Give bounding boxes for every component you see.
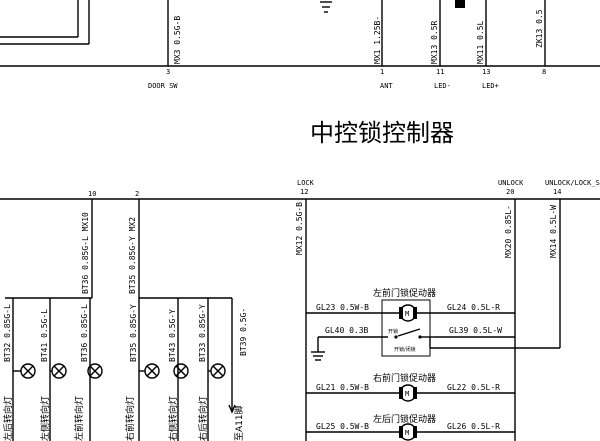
wire-label: GL39 0.5L-W (449, 326, 502, 335)
pin-number: 2 (135, 190, 139, 198)
pin-number: 20 (506, 188, 514, 196)
wire-label-mx14: MX14 0.5L-W (549, 205, 558, 258)
wire-label-bt39: BT39 0.5G- (239, 308, 248, 356)
lamp-wire-label: BT43 0.5G-Y (168, 309, 177, 362)
wire-label: GL23 0.5W-B (316, 303, 369, 312)
arrow-icon (228, 404, 236, 414)
pin-name: UNLOCK/LOCK_S (545, 179, 600, 187)
switch-contact (394, 335, 398, 339)
switch-icon (397, 328, 421, 337)
actuator-name: 左后门锁促动器 (373, 413, 436, 425)
pin-number: 10 (88, 190, 96, 198)
wire-label-mx20: MX20 0.85L- (504, 205, 513, 258)
lamp-wire-label: BT41 0.5G-L (40, 309, 49, 362)
lamp-label: 左侧转向灯 (39, 396, 51, 441)
lamp-wire-label: BT35 0.85G-Y (129, 304, 138, 362)
led-mark (455, 0, 465, 8)
pin-number: 14 (553, 188, 561, 196)
wire-label-mx1: MX1 1.25B- (373, 16, 382, 64)
motor-brush (399, 307, 403, 319)
motor-brush (413, 387, 417, 399)
wire-label-mx13: MX13 0.5R (430, 20, 439, 64)
motor-brush (413, 426, 417, 438)
wire-label-mx2: BT35 0.85G-Y MX2 (128, 217, 137, 294)
pin-name: LOCK (297, 179, 315, 187)
wire-label-mx3: MX3 0.5G-B (173, 16, 182, 64)
pin-number: 11 (436, 68, 444, 76)
actuator-box (381, 299, 431, 357)
wire-label: GL21 0.5W-B (316, 383, 369, 392)
lamp-label: 左后转向灯 (2, 396, 14, 441)
lamp-wire-label: BT32 0.85G-L (3, 304, 12, 362)
lamp-wire-label: BT36 0.85G-L (80, 304, 89, 362)
lamp-wire-label: BT33 0.85G-Y (198, 304, 207, 362)
wire-label-mx12: MX12 0.5G-B (295, 202, 304, 255)
pin-number: 12 (300, 188, 308, 196)
wire-label: GL40 0.3B (325, 326, 369, 335)
lamp-label: 左前转向灯 (73, 396, 85, 441)
lamp-label: 右后转向灯 (197, 396, 209, 441)
wire-label: GL25 0.5W-B (316, 422, 369, 431)
motor-brush (399, 387, 403, 399)
wire-label-zk13: ZK13 0.5 (535, 9, 544, 48)
controller-title: 中控锁控制器 (310, 119, 454, 147)
actuator-section: 左前门锁促动器 GL23 0.5W-B GL24 0.5L-R M GL40 0… (306, 287, 560, 441)
actuator-name: 右前门锁促动器 (373, 372, 436, 384)
pin-number: 13 (482, 68, 490, 76)
actuator-name: 左前门锁促动器 (373, 287, 436, 299)
pin-number: 1 (380, 68, 384, 76)
ground-note: 至A11脚 (234, 405, 245, 441)
pin-name: DOOR SW (148, 82, 178, 90)
pin-name: LED- (434, 82, 451, 90)
motor-brush (399, 426, 403, 438)
ground-icon (311, 351, 325, 361)
lamp-icon (13, 363, 226, 379)
wire-label: GL26 0.5L-R (447, 422, 500, 431)
turn-lamp-section: 10 2 BT36 0.85G-L MX10 BT35 0.85G-Y MX2 … (2, 190, 248, 441)
motor-symbol: M (405, 390, 409, 398)
switch-caption: 开锁/闭锁 (394, 346, 416, 353)
wire-label: GL24 0.5L-R (447, 303, 500, 312)
controller-connector: LOCK 12 UNLOCK 20 UNLOCK/LOCK_S 14 MX12 … (0, 179, 600, 441)
switch-label: 开锁 (388, 328, 398, 335)
wire-label: GL22 0.5L-R (447, 383, 500, 392)
pin-name: UNLOCK (498, 179, 524, 187)
component-mark (320, 1, 332, 13)
pin-number: 3 (166, 68, 170, 76)
lamp-label: 右侧转向灯 (167, 396, 179, 441)
top-section: MX3 0.5G-B 3 DOOR SW MX1 1.25B- 1 ANT MX… (0, 0, 600, 90)
motor-symbol: M (405, 429, 409, 437)
motor-symbol: M (405, 310, 409, 318)
wire-label-mx11: MX11 0.5L (476, 20, 485, 64)
pin-name: LED+ (482, 82, 499, 90)
pin-name: ANT (380, 82, 393, 90)
motor-brush (413, 307, 417, 319)
lamp-label: 右前转向灯 (124, 396, 136, 441)
wire-label-mx10: BT36 0.85G-L MX10 (81, 212, 90, 294)
pin-number: 8 (542, 68, 546, 76)
